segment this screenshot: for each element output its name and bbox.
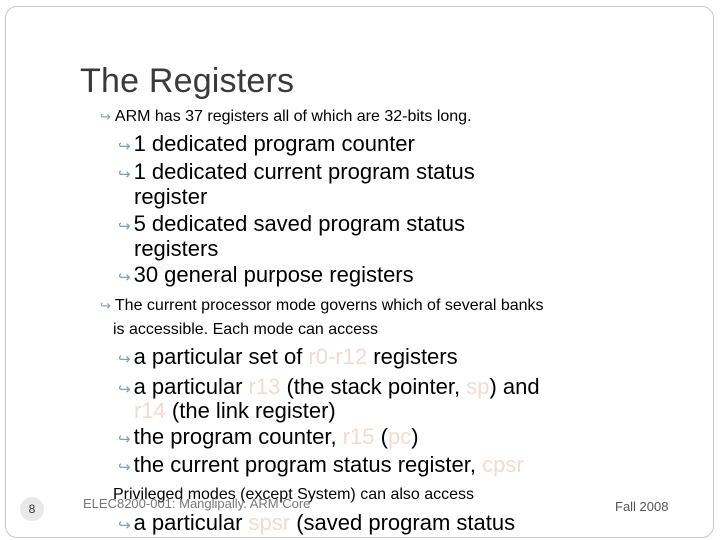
bullet-text: ( (374, 424, 388, 449)
register-name-text: r13 (248, 374, 281, 399)
bullet-text: 1 dedicated current program status (133, 159, 475, 184)
bullet-text: a particular (133, 510, 249, 535)
bullet-text: (the stack pointer, (280, 374, 467, 399)
bullet-text: registers (367, 344, 458, 369)
register-name-text: cpsr (482, 452, 524, 477)
bullet-continuation-line: r14 (the link register) (134, 398, 336, 424)
sub-bullet-item: ↩a particular set of r0-r12 registers (118, 344, 458, 370)
bullet-text: Privileged modes (except System) can als… (113, 486, 475, 503)
bullet-text: (the link register) (165, 398, 336, 423)
sub-bullet-item: ↩5 dedicated saved program status (118, 211, 465, 237)
curved-arrow-bullet-icon: ↩ (118, 517, 131, 534)
bullet-text: a particular (133, 374, 249, 399)
curved-arrow-bullet-icon: ↩ (118, 269, 131, 286)
curved-arrow-bullet-icon: ↩ (118, 431, 131, 448)
bullet-text: 1 dedicated program counter (133, 131, 415, 156)
sub-bullet-item: ↩the program counter, r15 (pc) (118, 424, 419, 450)
sub-bullet-item: ↩1 dedicated current program status (118, 159, 475, 185)
sub-bullet-item: ↩30 general purpose registers (118, 262, 414, 288)
bullet-continuation-line: register (134, 184, 207, 210)
footer-date: Fall 2008 (615, 499, 669, 514)
footer-course-text: ELEC8200-001: Manglipally. ARM Core (83, 496, 311, 511)
sub-bullet-item: ↩1 dedicated program counter (118, 131, 415, 157)
bullet-text: registers (134, 236, 219, 261)
curved-arrow-bullet-icon: ↩ (118, 166, 131, 183)
register-name-text: r14 (134, 398, 166, 423)
bullet-text: the program counter, (133, 424, 343, 449)
register-name-text: r15 (342, 424, 375, 449)
bullet-text: 30 general purpose registers (133, 262, 414, 287)
bullet-text: ) and (489, 374, 540, 399)
bullet-text: (saved program status (290, 510, 516, 535)
register-name-text: sp (466, 374, 490, 399)
bullet-item: Privileged modes (except System) can als… (113, 486, 474, 504)
sub-bullet-item: ↩a particular r13 (the stack pointer, sp… (118, 374, 540, 400)
bullet-text: ) (411, 424, 419, 449)
bullet-text: a particular set of (133, 344, 309, 369)
curved-arrow-bullet-icon: ↩ (118, 138, 131, 155)
sub-bullet-item: ↩the current program status register, cp… (118, 452, 524, 478)
bullet-text: ARM has 37 registers all of which are 32… (114, 108, 472, 125)
bullet-text: is accessible. Each mode can access (113, 321, 379, 338)
bullet-text: register (134, 184, 208, 209)
bullet-continuation-line: registers (134, 236, 218, 262)
curved-arrow-bullet-icon: ↩ (118, 351, 131, 368)
register-name-text: pc (387, 424, 412, 449)
curved-arrow-bullet-icon: ↩ (118, 218, 131, 235)
bullet-continuation-line: is accessible. Each mode can access (113, 321, 378, 339)
bullet-text: 5 dedicated saved program status (133, 211, 465, 236)
curved-arrow-bullet-icon: ↩ (118, 459, 131, 476)
slide-number: 8 (20, 497, 44, 521)
register-name-text: spsr (248, 510, 291, 535)
bullet-item: ↩ARM has 37 registers all of which are 3… (100, 108, 472, 126)
bullet-item: ↩The current processor mode governs whic… (100, 297, 544, 315)
curved-arrow-bullet-icon: ↩ (118, 381, 131, 398)
curved-arrow-bullet-icon: ↩ (100, 109, 111, 124)
bullet-text: The current processor mode governs which… (114, 297, 544, 314)
slide-frame (5, 6, 714, 538)
bullet-text: the current program status register, (133, 452, 483, 477)
slide-title: The Registers (80, 62, 295, 100)
sub-bullet-item: ↩a particular spsr (saved program status (118, 510, 515, 536)
curved-arrow-bullet-icon: ↩ (100, 298, 111, 313)
register-name-text: r0-r12 (308, 344, 368, 369)
